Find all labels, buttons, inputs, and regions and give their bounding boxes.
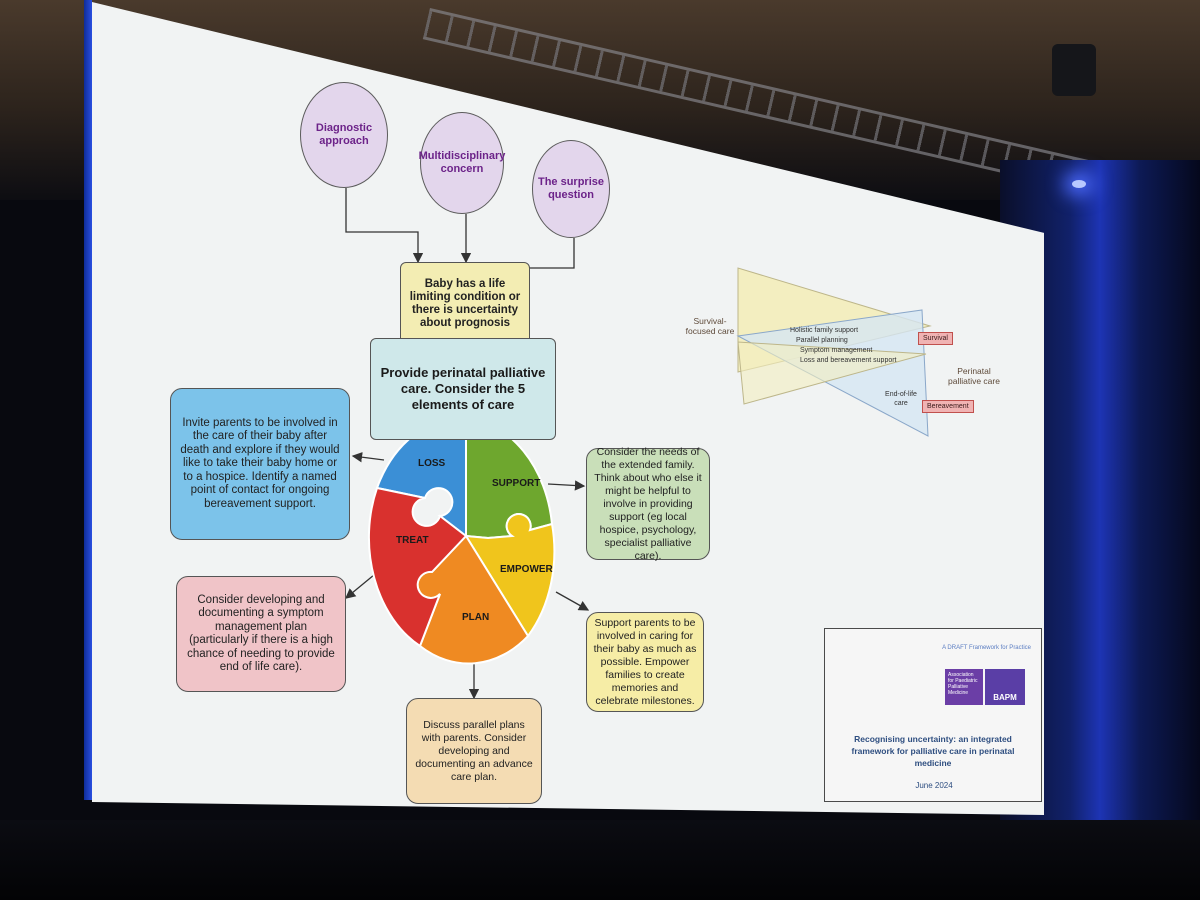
framework-date: June 2024: [915, 781, 953, 790]
survival-focused-label: Survival-focused care: [685, 316, 735, 336]
label-treat: TREAT: [396, 535, 429, 546]
label-empower: EMPOWER: [500, 564, 553, 575]
criterion-multidisciplinary-concern: Multidisciplinary concern: [419, 112, 505, 214]
projector-camera: [1052, 44, 1096, 96]
note-treat: Consider developing and documenting a sy…: [176, 576, 346, 692]
note-support: Consider the needs of the extended famil…: [586, 446, 710, 562]
puzzle-circle: [367, 416, 556, 665]
condition-box: Baby has a life limiting condition or th…: [400, 262, 530, 346]
side-item-symptom: Symptom management: [800, 347, 873, 354]
framework-panel: A DRAFT Framework for Practice Associati…: [824, 628, 1042, 802]
appm-logo: Association for Paediatric Palliative Me…: [945, 669, 983, 705]
end-of-life-label: End-of-life care: [885, 391, 917, 407]
survival-tag: Survival: [918, 332, 953, 345]
criterion-diagnostic-approach: Diagnostic approach: [300, 82, 388, 188]
screen-edge-light: [84, 0, 92, 800]
note-plan: Discuss parallel plans with parents. Con…: [406, 698, 542, 804]
note-loss: Invite parents to be involved in the car…: [170, 388, 350, 540]
draft-label: A DRAFT Framework for Practice: [942, 645, 1031, 651]
survival-triangle-lower: [737, 341, 927, 405]
bereavement-tag: Bereavement: [922, 400, 974, 413]
bapm-logo: BAPM: [985, 669, 1025, 705]
perinatal-palliative-label: Perinatal palliative care: [948, 366, 1000, 386]
side-item-holistic: Holistic family support: [790, 327, 859, 334]
note-empower: Support parents to be involved in caring…: [586, 612, 704, 712]
label-loss: LOSS: [418, 458, 446, 469]
side-item-parallel: Parallel planning: [796, 337, 848, 344]
side-item-loss: Loss and bereavement support: [800, 357, 897, 364]
puzzle-piece-empower: [464, 513, 556, 638]
stage-floor: [0, 820, 1200, 900]
criterion-surprise-question: The surprise question: [532, 140, 610, 238]
provide-care-box: Provide perinatal palliative care. Consi…: [370, 338, 556, 440]
framework-title: Recognising uncertainty: an integrated f…: [851, 734, 1015, 768]
label-plan: PLAN: [462, 612, 490, 623]
puzzle-piece-treat: [367, 486, 468, 648]
stage-light: [1072, 180, 1086, 188]
label-support: SUPPORT: [492, 478, 541, 489]
